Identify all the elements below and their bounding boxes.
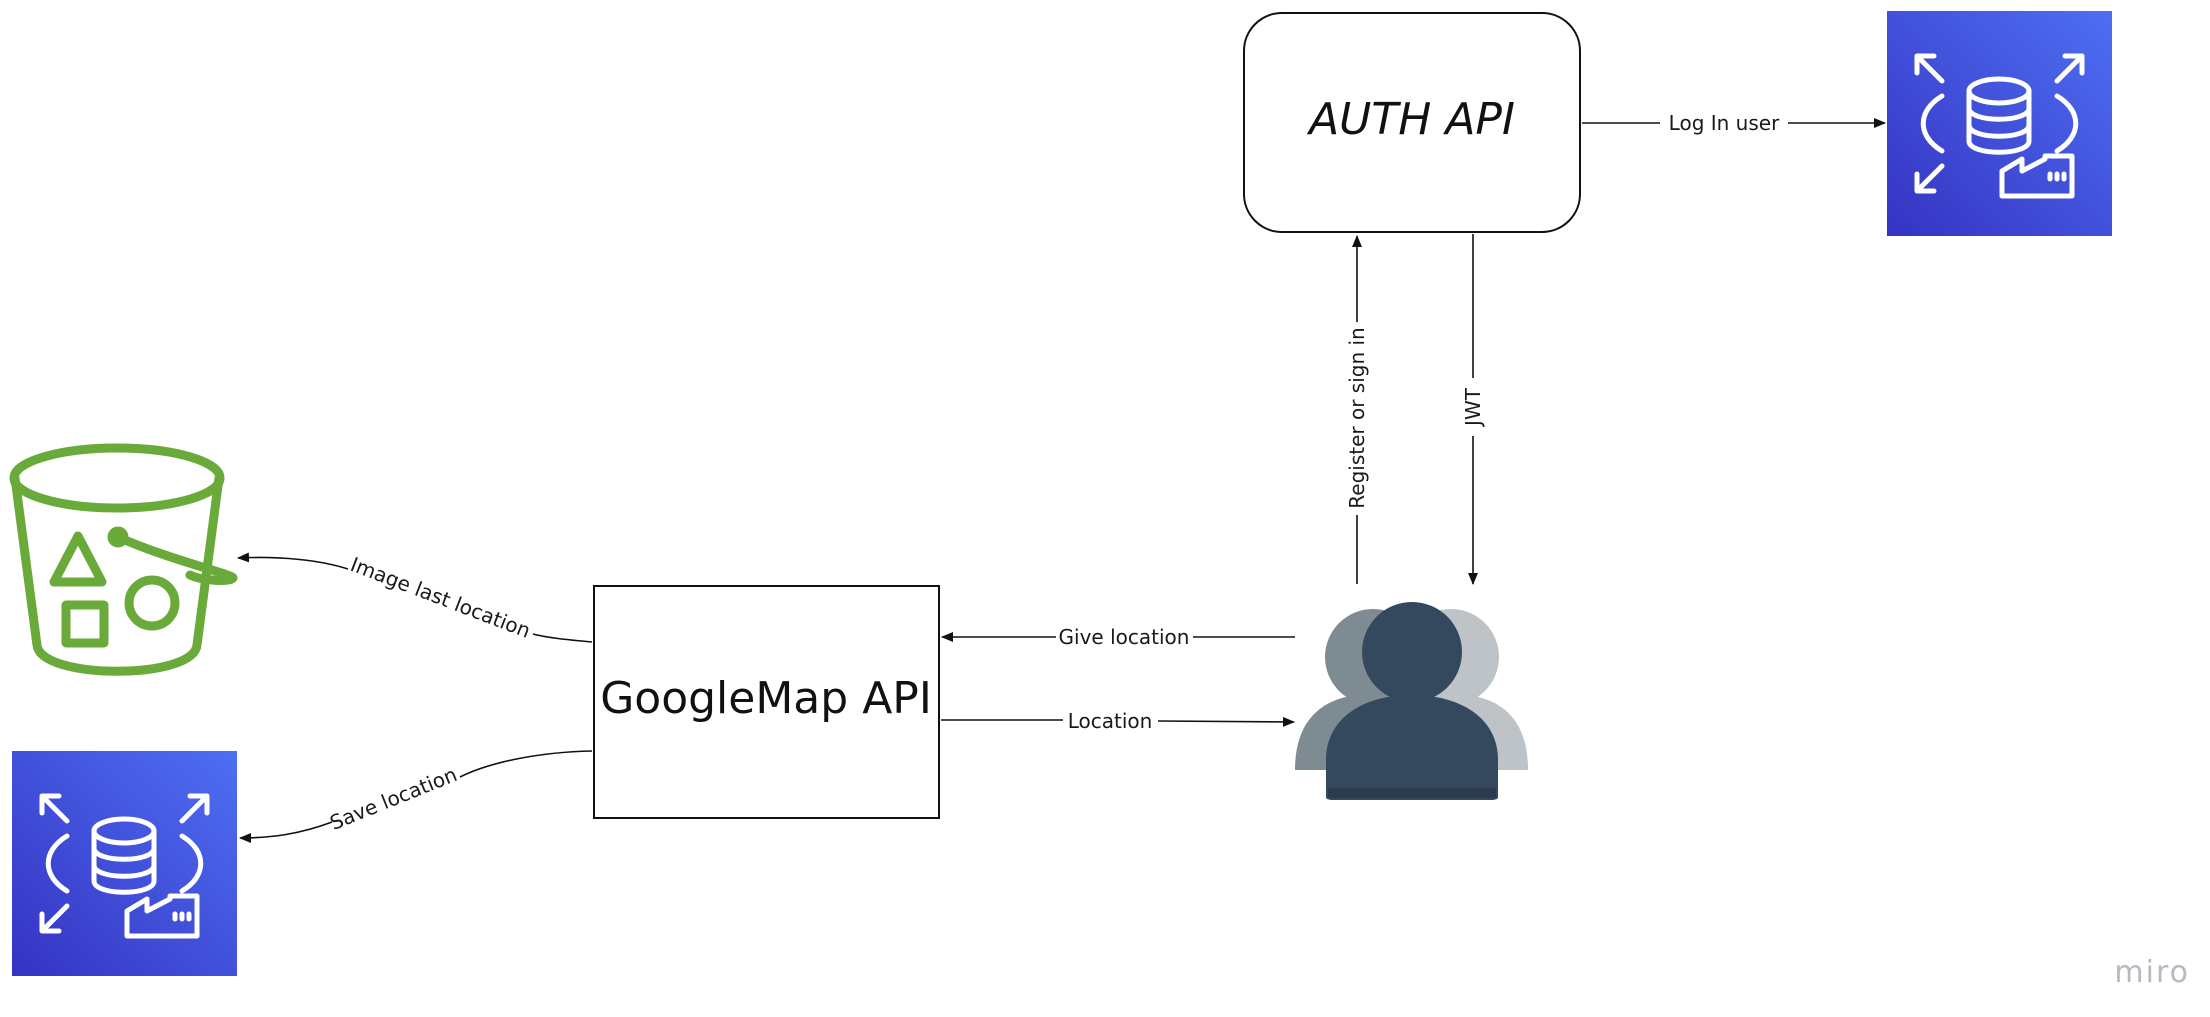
- s3-bucket-icon: [9, 443, 238, 676]
- googlemap-api-node: GoogleMap API: [593, 585, 940, 819]
- connector-register-or-sign-in: Register or sign in: [1345, 235, 1369, 584]
- auth-api-label: AUTH API: [1306, 94, 1515, 145]
- edge-label-log-in-user: Log In user: [1669, 111, 1780, 135]
- connector-give-location: Give location: [941, 625, 1295, 649]
- connector-jwt: JWT: [1461, 234, 1485, 585]
- edge-label-location: Location: [1068, 709, 1153, 733]
- googlemap-api-label: GoogleMap API: [600, 673, 932, 724]
- miro-watermark: miro: [2114, 955, 2190, 990]
- edge-label-give-location: Give location: [1059, 625, 1190, 649]
- edge-label-register-or-sign-in: Register or sign in: [1345, 327, 1369, 508]
- connector-location: Location: [941, 709, 1295, 733]
- edge-label-image-last-location: Image last location: [347, 552, 534, 643]
- rds-database-icon: [1887, 11, 2112, 236]
- users-group-icon: [1295, 602, 1528, 800]
- connector-image-last-location: Image last location: [237, 552, 593, 643]
- auth-api-node: AUTH API: [1243, 12, 1581, 233]
- edge-label-save-location: Save location: [326, 762, 460, 835]
- rds-database-icon: [12, 751, 237, 976]
- connector-save-location: Save location: [239, 750, 593, 843]
- connector-log-in-user: Log In user: [1582, 111, 1886, 135]
- edge-label-jwt: JWT: [1461, 387, 1485, 428]
